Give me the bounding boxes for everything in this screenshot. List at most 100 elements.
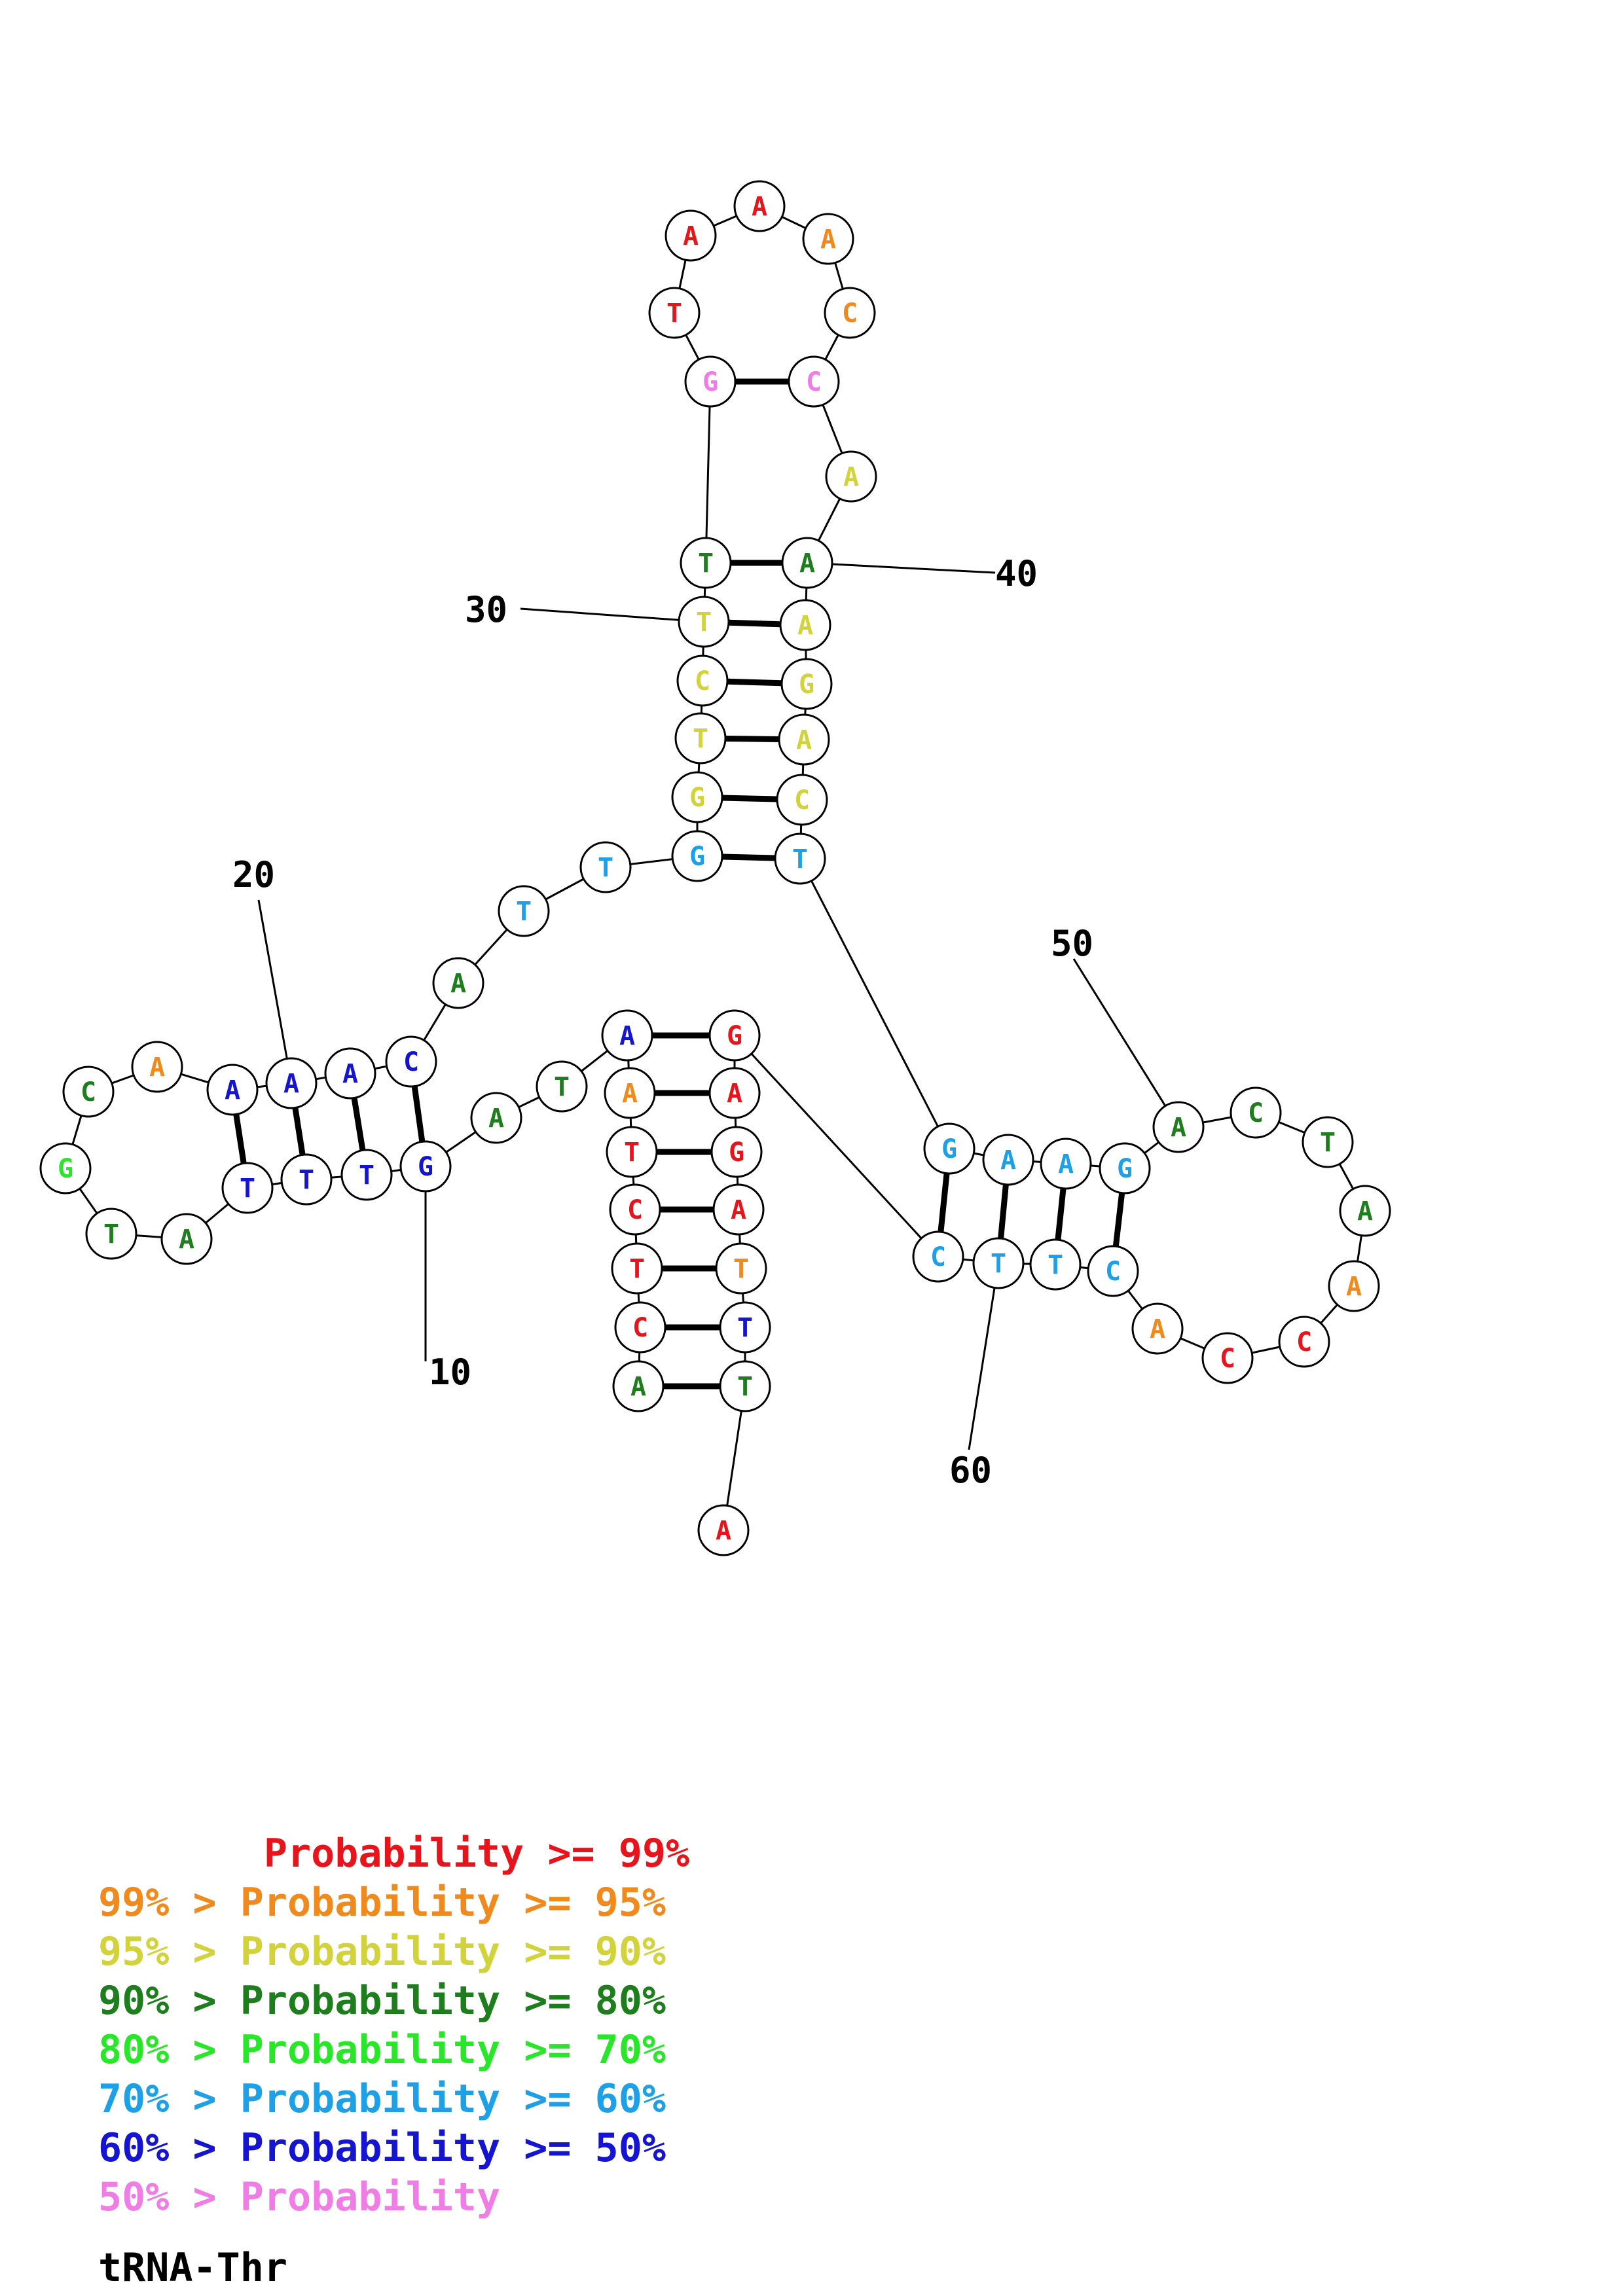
nucleotide: C bbox=[614, 1301, 666, 1354]
nucleotide-circle bbox=[604, 1067, 656, 1119]
nucleotide-circle bbox=[972, 1237, 1025, 1289]
nucleotide: A bbox=[778, 713, 830, 766]
nucleotide-circle bbox=[923, 1122, 976, 1175]
nucleotide: C bbox=[1087, 1245, 1139, 1297]
nucleotide-circle bbox=[206, 1064, 259, 1116]
nucleotide: G bbox=[1099, 1142, 1151, 1194]
index-leader-line bbox=[1072, 958, 1180, 1128]
nucleotide-circle bbox=[824, 287, 876, 339]
nucleotide-circle bbox=[609, 1183, 661, 1236]
nucleotide-circle bbox=[324, 1047, 376, 1100]
nucleotide-base: A bbox=[683, 221, 699, 251]
nucleotide-base: A bbox=[1000, 1145, 1016, 1175]
nucleotide: A bbox=[665, 209, 717, 262]
nucleotide: A bbox=[802, 213, 854, 265]
nucleotide-circle bbox=[708, 1009, 761, 1062]
nucleotide-base: T bbox=[359, 1160, 374, 1191]
base-pair-bond bbox=[998, 1184, 1009, 1239]
nucleotide-circle bbox=[1339, 1185, 1391, 1237]
nucleotide-base: T bbox=[666, 298, 682, 329]
nucleotide: T bbox=[611, 1242, 663, 1295]
nucleotide-base: A bbox=[731, 1195, 746, 1225]
index-label: 60 bbox=[949, 1450, 992, 1491]
nucleotide: A bbox=[1131, 1302, 1184, 1355]
nucleotide-circle bbox=[774, 833, 826, 885]
index-leader-line bbox=[968, 1263, 1000, 1450]
nucleotide-base: G bbox=[418, 1152, 433, 1182]
nucleotide-base: G bbox=[58, 1154, 73, 1184]
nucleotide-circle bbox=[340, 1149, 393, 1201]
nucleotide: A bbox=[982, 1134, 1034, 1186]
base-pair-bond bbox=[938, 1173, 950, 1232]
base-pair-bond bbox=[728, 619, 781, 628]
nucleotide: A bbox=[733, 180, 786, 232]
nucleotide-base: A bbox=[1171, 1113, 1186, 1143]
nucleotide-base: A bbox=[179, 1225, 194, 1255]
nucleotide-circle bbox=[1099, 1142, 1151, 1194]
nucleotide: G bbox=[710, 1126, 763, 1178]
nucleotide: T bbox=[648, 287, 701, 339]
nucleotide-circle bbox=[781, 537, 833, 589]
nucleotide: T bbox=[1302, 1116, 1354, 1168]
nucleotide: A bbox=[1040, 1138, 1092, 1190]
nucleotide-base: G bbox=[729, 1138, 744, 1168]
nucleotide-base: A bbox=[843, 462, 859, 492]
nucleotide: A bbox=[601, 1009, 653, 1062]
nucleotide: A bbox=[612, 1360, 665, 1412]
nucleotide-base: T bbox=[1048, 1250, 1063, 1280]
nucleotide-base: T bbox=[792, 844, 808, 874]
nucleotide-base: C bbox=[794, 785, 810, 816]
nucleotide: A bbox=[131, 1041, 183, 1093]
nucleotide-base: A bbox=[796, 725, 812, 755]
nucleotide: T bbox=[719, 1360, 771, 1412]
index-label: 40 bbox=[995, 553, 1038, 594]
nucleotide-base: C bbox=[1248, 1098, 1264, 1128]
nucleotide-circle bbox=[776, 774, 828, 826]
nucleotide: G bbox=[39, 1142, 92, 1194]
nucleotide: A bbox=[781, 537, 833, 589]
nucleotide-base: A bbox=[716, 1516, 731, 1546]
base-pair-bond bbox=[292, 1107, 306, 1156]
nucleotide-base: A bbox=[1357, 1196, 1373, 1227]
nucleotide-circle bbox=[470, 1092, 522, 1144]
nucleotide-circle bbox=[1029, 1238, 1082, 1291]
nucleotide: T bbox=[719, 1301, 771, 1354]
legend-entry: 95% > Probability >= 90% bbox=[98, 1929, 666, 1975]
nucleotide-circle bbox=[648, 287, 701, 339]
nucleotide: G bbox=[671, 830, 723, 882]
nucleotide-base: A bbox=[488, 1103, 504, 1134]
nucleotide: G bbox=[780, 658, 833, 710]
nucleotide-base: T bbox=[103, 1219, 119, 1249]
nucleotide-circle bbox=[719, 1301, 771, 1354]
nucleotide-base: G bbox=[702, 367, 718, 397]
nucleotide: T bbox=[606, 1126, 658, 1178]
nucleotide-base: T bbox=[240, 1174, 255, 1204]
nucleotide-base: C bbox=[403, 1047, 419, 1077]
nucleotide-circle bbox=[280, 1153, 333, 1206]
base-pair-bond bbox=[1055, 1188, 1067, 1240]
nucleotide-base: C bbox=[1296, 1327, 1312, 1357]
nucleotide-base: A bbox=[149, 1052, 165, 1083]
backbone-segment bbox=[733, 1034, 939, 1258]
nucleotide-circle bbox=[385, 1035, 437, 1088]
nucleotide: G bbox=[399, 1140, 452, 1193]
nucleotide-circle bbox=[1152, 1101, 1205, 1153]
nucleotide: G bbox=[708, 1009, 761, 1062]
nucleotide-circle bbox=[719, 1360, 771, 1412]
nucleotide-base: A bbox=[450, 969, 466, 999]
nucleotide-base: T bbox=[516, 897, 532, 927]
nucleotide-circle bbox=[536, 1060, 588, 1113]
nucleotide-circle bbox=[221, 1162, 274, 1214]
nucleotide-circle bbox=[674, 712, 727, 764]
nucleotide-base: G bbox=[799, 670, 814, 700]
nucleotide-base: A bbox=[727, 1079, 742, 1109]
nucleotide-base: T bbox=[737, 1372, 753, 1402]
nucleotide: A bbox=[779, 599, 831, 651]
nucleotide-base: T bbox=[696, 607, 712, 637]
nucleotide-base: A bbox=[752, 192, 767, 222]
nucleotide-base: C bbox=[806, 367, 822, 397]
legend-entry: 90% > Probability >= 80% bbox=[98, 1978, 666, 2024]
nucleotide: A bbox=[697, 1504, 750, 1556]
